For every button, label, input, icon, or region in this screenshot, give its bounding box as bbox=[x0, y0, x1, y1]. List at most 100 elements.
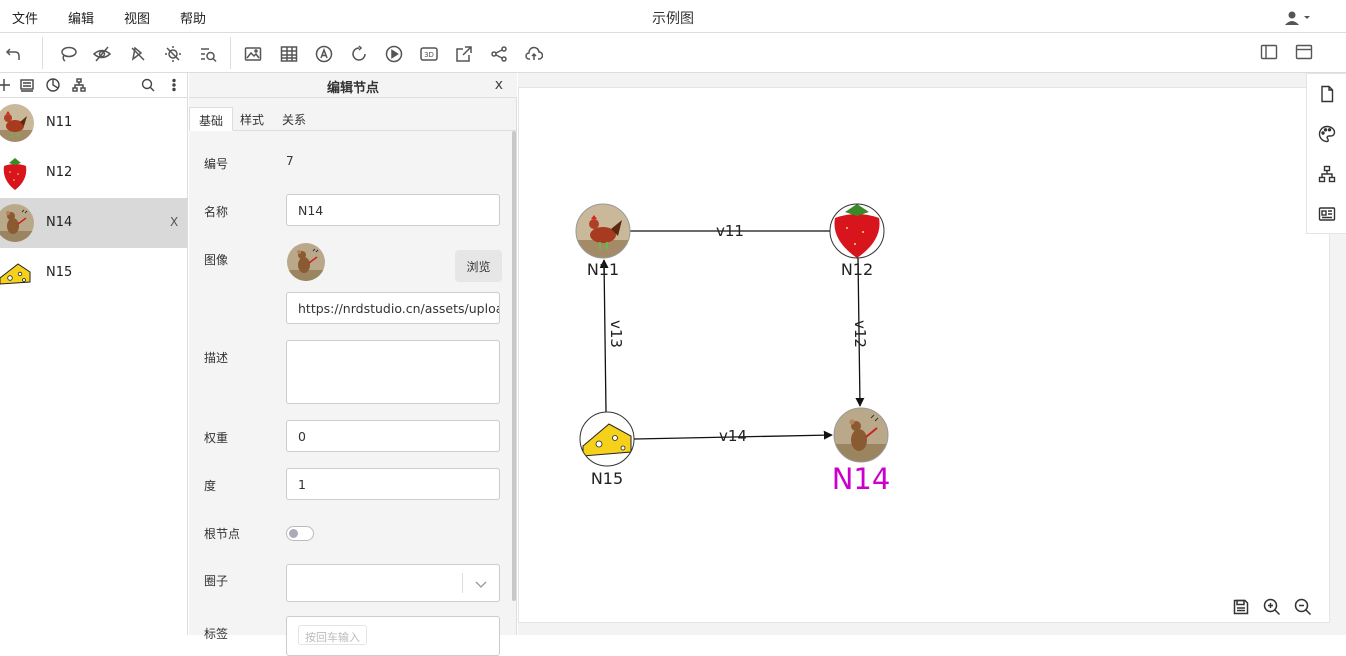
play-icon bbox=[385, 45, 403, 63]
chart-view-button[interactable] bbox=[45, 77, 61, 93]
edge-v12[interactable] bbox=[855, 257, 865, 407]
list-icon bbox=[20, 79, 34, 92]
description-textarea[interactable] bbox=[286, 340, 500, 404]
graph-node-label: N12 bbox=[841, 260, 873, 279]
graph-node-label-highlighted: N14 bbox=[832, 462, 891, 496]
save-icon bbox=[1233, 599, 1249, 615]
share-button[interactable] bbox=[488, 43, 510, 65]
zoom-out-button[interactable] bbox=[1294, 598, 1312, 616]
degree-input[interactable]: 1 bbox=[286, 468, 500, 500]
toggle-sidebar-button[interactable] bbox=[1260, 43, 1278, 61]
cloud-upload-icon bbox=[525, 46, 543, 60]
eye-off-icon bbox=[93, 46, 111, 62]
node-list-label: N15 bbox=[46, 265, 73, 280]
name-input[interactable]: N14 bbox=[286, 194, 500, 226]
share-icon bbox=[491, 46, 507, 62]
graph-node-n12[interactable]: N12 bbox=[829, 203, 885, 279]
node-list-label: N11 bbox=[46, 115, 73, 130]
circle-select[interactable] bbox=[286, 564, 500, 602]
graph-node-n15[interactable]: N15 bbox=[579, 411, 635, 488]
pie-chart-icon bbox=[46, 78, 60, 92]
search-node-button[interactable] bbox=[197, 43, 219, 65]
tree-view-button[interactable] bbox=[71, 77, 87, 93]
edge-label: v13 bbox=[607, 320, 625, 348]
graph-canvas-area: v11 v12 v13 v14 N11 bbox=[518, 73, 1346, 635]
menu-view[interactable]: 视图 bbox=[124, 12, 151, 27]
scrollbar[interactable] bbox=[512, 131, 516, 601]
list-view-button[interactable] bbox=[19, 77, 35, 93]
more-button[interactable] bbox=[166, 77, 182, 93]
hide-button[interactable] bbox=[91, 43, 113, 65]
menu-file[interactable]: 文件 bbox=[12, 12, 39, 27]
image-button[interactable] bbox=[242, 43, 264, 65]
auto-icon bbox=[315, 45, 333, 63]
root-node-label: 根节点 bbox=[204, 527, 241, 541]
refresh-button[interactable] bbox=[348, 43, 370, 65]
more-vertical-icon bbox=[172, 78, 176, 92]
edge-v14[interactable] bbox=[633, 430, 833, 440]
node-list-label: N14 bbox=[46, 215, 73, 230]
node-list-item-selected[interactable]: N14 X bbox=[0, 198, 188, 248]
edit-panel-tabs: 基础 样式 关系 bbox=[189, 107, 517, 131]
undo-button[interactable] bbox=[2, 43, 24, 65]
palette-icon bbox=[1318, 125, 1336, 143]
add-node-button[interactable] bbox=[0, 77, 12, 93]
search-button[interactable] bbox=[140, 77, 156, 93]
document-button[interactable] bbox=[1318, 85, 1336, 103]
browse-button[interactable]: 浏览 bbox=[455, 250, 502, 282]
node-list-item[interactable]: N15 bbox=[0, 248, 188, 298]
toggle-panel-button[interactable] bbox=[1295, 43, 1313, 61]
graph-canvas[interactable]: v11 v12 v13 v14 N11 bbox=[518, 87, 1330, 623]
zoom-in-button[interactable] bbox=[1263, 598, 1281, 616]
user-menu[interactable] bbox=[1284, 10, 1314, 26]
undo-icon bbox=[5, 48, 20, 60]
edge-v13[interactable] bbox=[599, 259, 609, 413]
toggle-knob bbox=[289, 529, 298, 538]
svg-text:3D: 3D bbox=[424, 51, 434, 59]
image-url-input[interactable]: https://nrdstudio.cn/assets/uploa bbox=[286, 292, 500, 324]
root-node-toggle[interactable] bbox=[286, 526, 314, 541]
tab-style[interactable]: 样式 bbox=[240, 113, 265, 127]
export-button[interactable] bbox=[453, 43, 475, 65]
graph-node-n14[interactable]: N14 bbox=[832, 407, 891, 496]
lasso-button[interactable] bbox=[57, 43, 79, 65]
palette-button[interactable] bbox=[1318, 125, 1336, 143]
menu-help[interactable]: 帮助 bbox=[180, 12, 207, 27]
tab-basic[interactable]: 基础 bbox=[189, 107, 234, 131]
tab-relation[interactable]: 关系 bbox=[282, 113, 307, 127]
zoom-out-icon bbox=[1294, 598, 1312, 616]
table-icon bbox=[280, 46, 298, 62]
graph-svg[interactable]: v11 v12 v13 v14 N11 bbox=[519, 88, 1331, 624]
graph-node-label: N11 bbox=[587, 260, 619, 279]
node-list-item[interactable]: N12 bbox=[0, 148, 188, 198]
upload-cloud-button[interactable] bbox=[523, 43, 545, 65]
tag-input[interactable]: 按回车输入 bbox=[286, 616, 500, 656]
external-link-icon bbox=[456, 46, 472, 62]
3d-icon: 3D bbox=[420, 47, 438, 61]
news-button[interactable] bbox=[1318, 205, 1336, 223]
node-image-preview bbox=[287, 243, 325, 281]
tag-label: 标签 bbox=[204, 627, 229, 641]
filter-edge-button[interactable] bbox=[127, 43, 149, 65]
weight-input[interactable]: 0 bbox=[286, 420, 500, 452]
window-icon bbox=[1295, 44, 1313, 60]
3d-button[interactable]: 3D bbox=[418, 43, 440, 65]
node-list-item[interactable]: N11 bbox=[0, 98, 188, 148]
auto-layout-button[interactable] bbox=[313, 43, 335, 65]
layout-tree-button[interactable] bbox=[1318, 165, 1336, 183]
menu-edit[interactable]: 编辑 bbox=[68, 12, 95, 27]
weight-label: 权重 bbox=[204, 431, 229, 445]
delete-node-button[interactable]: X bbox=[170, 215, 179, 229]
toolbar-divider bbox=[42, 37, 43, 69]
lasso-icon bbox=[61, 46, 77, 62]
edit-node-panel: 编辑节点 x 基础 样式 关系 编号 7 名称 N14 图像 浏览 https:… bbox=[189, 73, 517, 656]
table-button[interactable] bbox=[278, 43, 300, 65]
chevron-down-icon bbox=[475, 581, 487, 588]
toolbar: 3D bbox=[0, 33, 1346, 73]
save-view-button[interactable] bbox=[1232, 598, 1250, 616]
play-button[interactable] bbox=[383, 43, 405, 65]
clear-style-button[interactable] bbox=[162, 43, 184, 65]
graph-node-n11[interactable]: N11 bbox=[575, 203, 631, 279]
search-list-icon bbox=[201, 48, 217, 63]
close-button[interactable]: x bbox=[494, 77, 503, 93]
